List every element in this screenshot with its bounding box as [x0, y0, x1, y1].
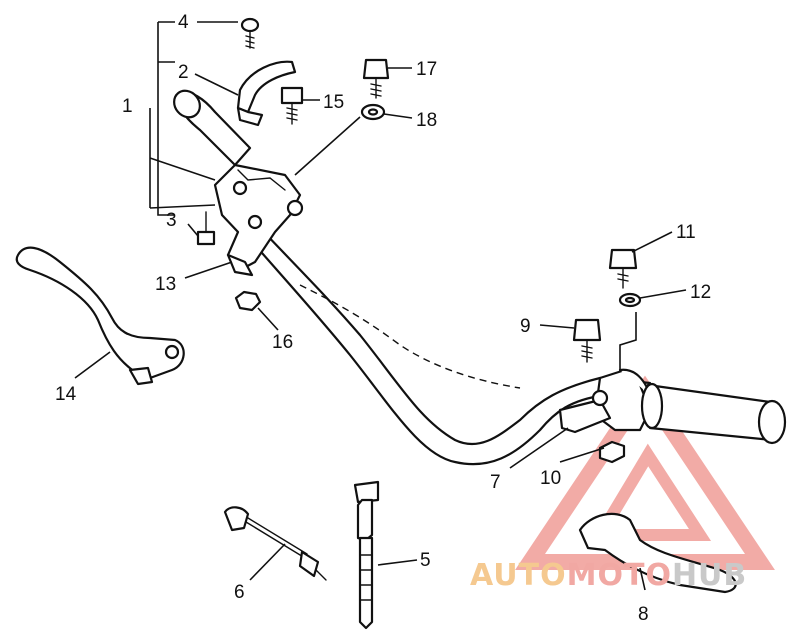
washer-18 — [360, 103, 386, 121]
bolt-9 — [572, 318, 602, 363]
callout-16: 16 — [272, 332, 293, 353]
callout-9: 9 — [520, 316, 531, 337]
callout-10: 10 — [540, 468, 561, 489]
watermark-part-hub: HUB — [672, 558, 747, 593]
screw-3 — [196, 211, 216, 246]
part-2-clamp — [236, 60, 297, 127]
callout-14: 14 — [55, 384, 77, 405]
svg-text:AUTOMOTOHUB: AUTOMOTOHUB — [470, 558, 747, 593]
leader-lines — [74, 21, 687, 591]
callout-7: 7 — [490, 472, 501, 493]
callout-15: 15 — [323, 92, 344, 113]
right-grip — [640, 382, 787, 445]
clutch-bracket — [213, 163, 304, 277]
callout-labels: 4 2 1 3 13 16 14 15 17 18 11 12 9 10 7 5… — [55, 12, 711, 625]
callout-6: 6 — [234, 582, 245, 603]
callout-1: 1 — [122, 96, 133, 117]
watermark-text: AUTOMOTOHUB — [470, 558, 747, 593]
washer-12 — [618, 292, 642, 308]
callout-13: 13 — [155, 274, 176, 295]
callout-18: 18 — [416, 110, 437, 131]
callout-12: 12 — [690, 282, 711, 303]
callout-5: 5 — [420, 550, 431, 571]
cable-tie-5 — [353, 480, 380, 630]
screw-4 — [240, 17, 260, 49]
clutch-lever-14 — [15, 246, 185, 386]
callout-3: 3 — [166, 210, 177, 231]
bolt-11 — [608, 248, 638, 289]
nut-16 — [234, 290, 262, 312]
callout-17: 17 — [416, 59, 437, 80]
brake-lever-8 — [578, 512, 737, 594]
left-grip — [173, 89, 252, 167]
callout-4: 4 — [178, 12, 189, 33]
bolt-15 — [280, 86, 304, 125]
throttle-housing — [558, 368, 652, 434]
callout-11: 11 — [676, 222, 696, 243]
callout-2: 2 — [178, 62, 189, 83]
callout-8: 8 — [638, 604, 649, 625]
bolt-17 — [362, 58, 390, 99]
watermark-part-moto: MOTO — [567, 558, 672, 593]
cable-6 — [223, 506, 327, 581]
watermark-part-auto: AUTO — [470, 558, 567, 593]
nut-10 — [598, 440, 626, 464]
